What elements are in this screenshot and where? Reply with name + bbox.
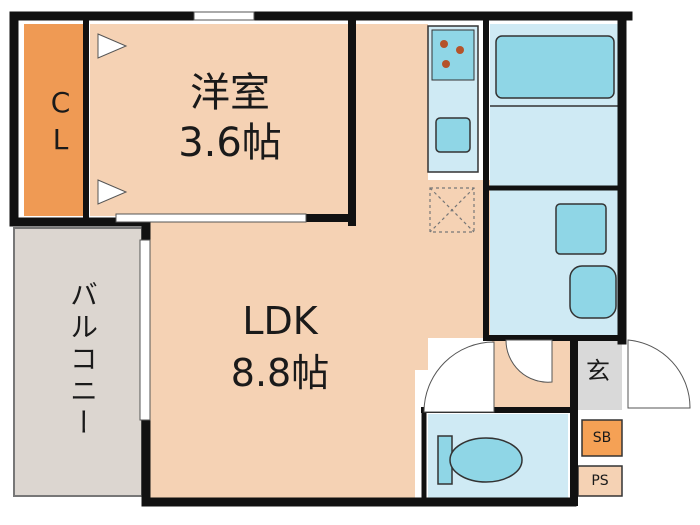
- western-room-area: [90, 24, 352, 216]
- washbasin: [555, 203, 607, 255]
- entrance-area: [570, 340, 622, 410]
- bathtub: [495, 35, 615, 99]
- pipe-space-area: [577, 465, 623, 497]
- closet-area: [24, 24, 86, 216]
- wash-door-swing: [505, 339, 553, 383]
- closet-door: [97, 179, 128, 205]
- walls: [9, 11, 633, 507]
- ldk-area: [146, 24, 490, 498]
- fridge-space: [429, 187, 475, 233]
- balcony-label: バルコニー: [66, 280, 99, 440]
- shoe-box-label: SB: [592, 430, 612, 446]
- closet-door: [97, 33, 128, 59]
- fridge-space-mark: [429, 187, 475, 233]
- entrance-label: 玄: [586, 357, 610, 385]
- western-room-name: 洋室: [190, 70, 270, 116]
- closet-label: CL: [44, 86, 77, 160]
- pipe-space-label: PS: [591, 473, 609, 489]
- burner-icon: [440, 40, 448, 48]
- balcony-door: [139, 239, 151, 421]
- ldk-size: 8.8帖: [230, 351, 330, 395]
- stove: [431, 29, 475, 81]
- window: [193, 11, 255, 21]
- balcony-area: [13, 227, 143, 497]
- entry-door-swing: [627, 339, 691, 409]
- washing-machine: [569, 265, 617, 319]
- burner-icon: [442, 60, 450, 68]
- toilet-door-swing: [423, 341, 495, 413]
- sliding-door: [115, 213, 307, 223]
- western-room-size: 3.6帖: [178, 120, 282, 166]
- ldk-name: LDK: [242, 299, 318, 343]
- toilet-bowl: [449, 437, 523, 483]
- shoe-box-area: [581, 419, 623, 457]
- kitchen-sink: [435, 117, 471, 153]
- burner-icon: [456, 46, 464, 54]
